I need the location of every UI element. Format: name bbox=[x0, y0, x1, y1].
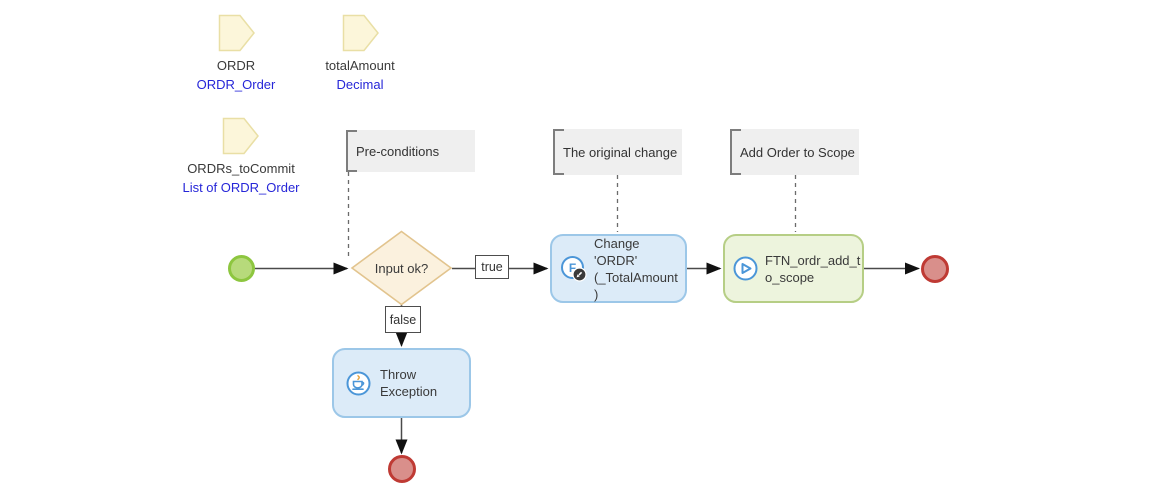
annotation-text: Add Order to Scope bbox=[740, 144, 855, 160]
parameter-type: Decimal bbox=[336, 77, 384, 92]
annotation-text: Pre-conditions bbox=[356, 143, 440, 159]
end-event-exception[interactable] bbox=[388, 455, 416, 483]
pencil-badge-icon bbox=[576, 274, 580, 278]
java-action-icon bbox=[346, 371, 371, 395]
parameter-pentagon-icon[interactable] bbox=[222, 117, 260, 155]
annotation-add-order-to-scope[interactable]: Add Order to Scope bbox=[730, 129, 859, 175]
start-event[interactable] bbox=[228, 255, 255, 282]
annotation-preconditions[interactable]: Pre-conditions bbox=[346, 130, 475, 172]
activity-ftn-ordr-add-to-scope[interactable]: FTN_ordr_add_to_scope bbox=[723, 234, 864, 303]
flow-label-false[interactable]: false bbox=[385, 306, 421, 333]
parameter-type: List of ORDR_Order bbox=[182, 180, 300, 195]
change-object-icon: F bbox=[561, 256, 587, 282]
activity-label: FTN_ordr_add_to_scope bbox=[765, 252, 861, 285]
svg-text:F: F bbox=[569, 261, 576, 275]
parameter-name[interactable]: ORDRs_toCommit bbox=[187, 161, 295, 176]
parameter-name[interactable]: ORDR bbox=[216, 58, 256, 73]
parameter-name[interactable]: totalAmount bbox=[325, 58, 395, 73]
parameter-pentagon-icon[interactable] bbox=[218, 14, 256, 52]
gateway-label: Input ok? bbox=[374, 260, 429, 276]
end-event-main[interactable] bbox=[921, 255, 949, 283]
parameter-type: ORDR_Order bbox=[196, 77, 276, 92]
activity-throw-exception[interactable]: Throw Exception bbox=[332, 348, 471, 418]
gateway-diamond[interactable] bbox=[350, 230, 453, 306]
activity-label: Change 'ORDR' (_TotalAmount) bbox=[594, 235, 678, 302]
flow-label-true[interactable]: true bbox=[475, 255, 509, 279]
microflow-call-icon bbox=[733, 256, 758, 281]
activity-label: Throw Exception bbox=[380, 367, 438, 399]
activity-change-ordr[interactable]: F Change 'ORDR' (_TotalAmount) bbox=[550, 234, 687, 303]
parameter-pentagon-icon[interactable] bbox=[342, 14, 380, 52]
annotation-original-change[interactable]: The original change bbox=[553, 129, 682, 175]
annotation-text: The original change bbox=[563, 144, 678, 160]
